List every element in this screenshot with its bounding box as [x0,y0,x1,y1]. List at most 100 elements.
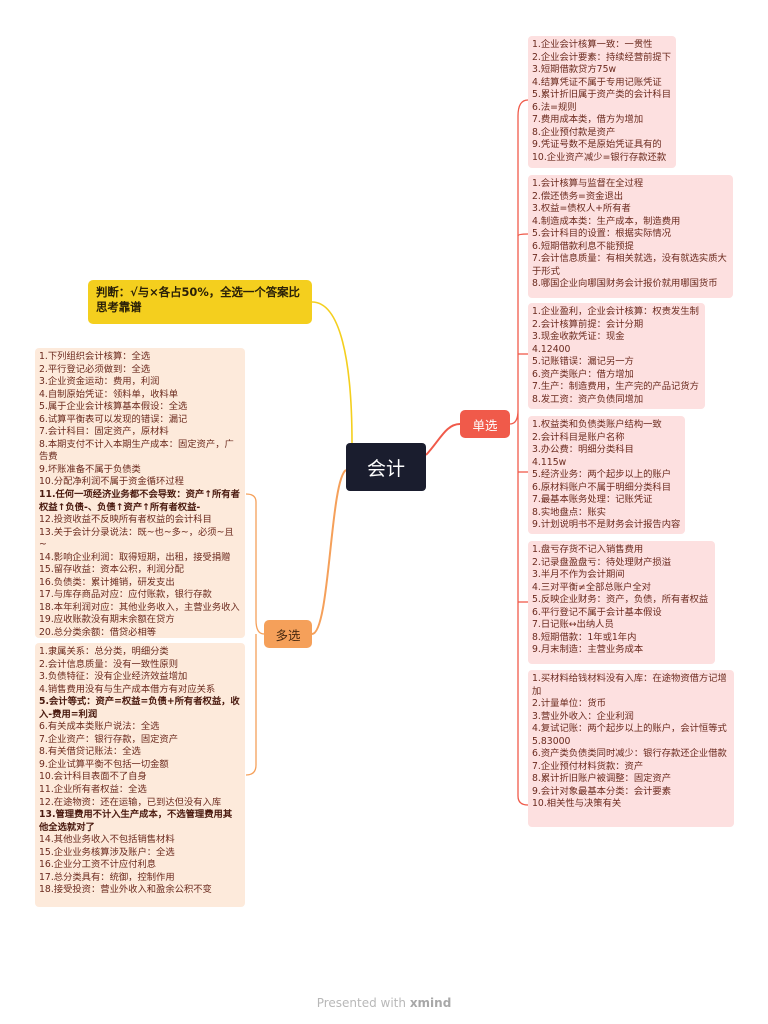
list-item: 7.最基本账务处理：记账凭证 [532,494,653,506]
list-item: 2.会计信息质量：没有一致性原则 [39,658,179,670]
connector-multi-trunk [245,493,265,776]
list-item: 3.营业外收入：企业利润 [532,710,634,722]
list-item: 1.盘亏存货不记入销售费用 [532,544,644,555]
list-item: 10.分配净利润不属于资金循环过程 [39,476,184,488]
list-item: 6.短期借款利息不能预提 [532,240,634,252]
list-item: 9.凭证号数不是原始凭证具有的 [532,139,662,151]
footer-credit: Presented with xmind [0,996,768,1010]
branch-multi-choice[interactable]: 多选 [264,620,312,648]
list-item: 18.本年利润对应：其他业务收入，主营业务收入 [39,601,240,613]
list-item: 19.应收账款没有期末余额在贷方 [39,614,175,626]
list-item: 8.哪国企业向哪国财务会计报价就用哪国货币 [532,278,718,290]
list-item: 12.投资收益不反映所有者权益的会计科目 [39,514,212,526]
list-item: 1.隶属关系：总分类，明细分类 [39,646,169,657]
list-item: 5.反映企业财务：资产，负债，所有者权益 [532,594,709,606]
list-item: 5.属于企业会计核算基本假设：全选 [39,401,188,413]
list-item: 3.办公费：明细分类科目 [532,444,634,456]
list-item: 5.会计科目的设置：根据实际情况 [532,228,672,240]
list-item: 2.计量单位：货币 [532,698,606,710]
list-item: 3.负债特征：没有企业经济效益增加 [39,671,188,683]
list-item: 7.生产：制造费用，生产完的产品记货方 [532,381,699,393]
list-item: 17.总分类具有：统御，控制作用 [39,871,175,883]
connector-central-single [425,423,461,456]
footer-prefix: Presented with [316,996,410,1010]
list-item: 5.83000 [532,735,571,747]
list-item: 5.累计折旧属于资产类的会计科目 [532,89,672,101]
list-item: 4.制造成本类：生产成本，制造费用 [532,215,681,227]
connector-central-multi [311,469,347,635]
list-item: 8.短期借款：1年或1年内 [532,631,637,643]
list-item: 1.下列组织会计核算：全选 [39,351,151,362]
list-item: 2.企业会计要素：持续经营前提下 [532,51,672,63]
list-item: 8.有关借贷记账法：全选 [39,746,141,758]
list-item: 8.企业预付款是资产 [532,126,616,138]
list-item: 13.管理费用不计入生产成本，不选管理费用其他全选就对了 [39,809,233,833]
list-item: 6.原材料账户不属于明细分类科目 [532,481,672,493]
list-item: 13.关于会计分录说法：既~也~多~，必须~且~ [39,526,234,551]
list-item: 9.企业试算平衡不包括一切金额 [39,758,169,770]
list-item: 6.法=规则 [532,101,577,113]
list-item: 8.本期支付不计入本期生产成本：固定资产，广告费 [39,438,234,463]
list-item: 7.企业预付材料货款：资产 [532,760,644,772]
list-item: 15.留存收益：资本公积，利润分配 [39,564,184,576]
list-item: 1.买材料给钱材料没有入库：在途物资借方记增加 [532,673,727,697]
list-item: 4.复试记账：两个起步以上的账户，会计恒等式 [532,723,727,735]
list-item: 1.权益类和负债类账户结构一致 [532,419,662,430]
list-item: 2.偿还债务=资金退出 [532,190,624,202]
connector-single-b2 [517,233,529,237]
list-item: 6.平行登记不属于会计基本假设 [532,606,662,618]
list-item: 16.负债类：累计摊销，研发支出 [39,576,175,588]
central-topic[interactable]: 会计 [346,443,426,491]
list-item: 5.会计等式：资产=权益=负债+所有者权益，收入-费用=利润 [39,696,240,720]
list-item: 2.会计核算前提：会计分期 [532,318,644,330]
list-item: 6.资产类负债类同时减少：银行存款还企业借款 [532,748,727,760]
list-item: 4.115w [532,456,567,468]
connector-central-note [311,301,353,444]
list-item: 9.月末制造：主营业务成本 [532,644,644,656]
list-item: 4.销售费用没有与生产成本借方有对应关系 [39,683,216,695]
list-item: 14.影响企业利润：取得短期，出租，接受捐赠 [39,551,231,563]
list-item: 4.三对平衡≠全部总账户全对 [532,581,651,593]
list-item: 6.资产类账户：借方增加 [532,368,634,380]
list-item: 9.会计对象最基本分类：会计要素 [532,785,672,797]
list-item: 18.接受投资：营业外收入和盈余公积不变 [39,884,212,896]
list-item: 5.经济业务：两个起步以上的账户 [532,469,672,481]
list-item: 9.坏账准备不属于负债类 [39,463,141,475]
judgement-note[interactable]: 判断：√与×各占50%，全选一个答案比思考靠谱 [88,280,312,324]
list-item: 1.会计核算与监督在全过程 [532,178,644,189]
list-item: 17.与库存商品对应：应付账款，银行存款 [39,589,212,601]
list-item: 4.自制原始凭证：领料单，收料单 [39,388,179,400]
connector-single-trunk [509,99,529,806]
list-item: 10.相关性与决策有关 [532,798,622,810]
list-item: 14.其他业务收入不包括销售材料 [39,834,175,846]
xmind-brand: xmind [409,996,452,1010]
list-item: 3.权益=债权人+所有者 [532,203,631,215]
list-item: 2.记录盘盈盘亏：待处理财产损溢 [532,556,672,568]
list-item: 2.会计科目是账户名称 [532,431,625,443]
list-item: 5.记账错误：漏记另一方 [532,356,634,368]
list-item: 6.有关成本类账户说法：全选 [39,721,160,733]
list-item: 15.企业业务核算涉及账户：全选 [39,846,175,858]
list-item: 3.短期借款贷方75w [532,64,617,76]
list-item: 1.企业会计核算一致：一贯性 [532,39,653,50]
list-item: 4.12400 [532,343,571,355]
list-item: 12.在途物资：还在运输，已到达但没有入库 [39,796,222,808]
list-item: 11.任何一项经济业务都不会导致：资产↑所有者权益↑负债-、负债↑资产↑所有者权… [39,489,240,513]
list-item: 3.现金收款凭证：现金 [532,331,625,343]
list-item: 6.试算平衡表可以发现的错误：漏记 [39,413,188,425]
list-item: 20.总分类余额：借贷必相等 [39,627,157,639]
list-item: 8.实地盘点：账实 [532,506,606,518]
branch-single-choice[interactable]: 单选 [460,410,510,438]
list-item: 11.企业所有者权益：全选 [39,784,147,796]
list-item: 8.累计折旧账户被调整：固定资产 [532,773,672,785]
list-item: 7.日记账↔出纳人员 [532,619,614,631]
